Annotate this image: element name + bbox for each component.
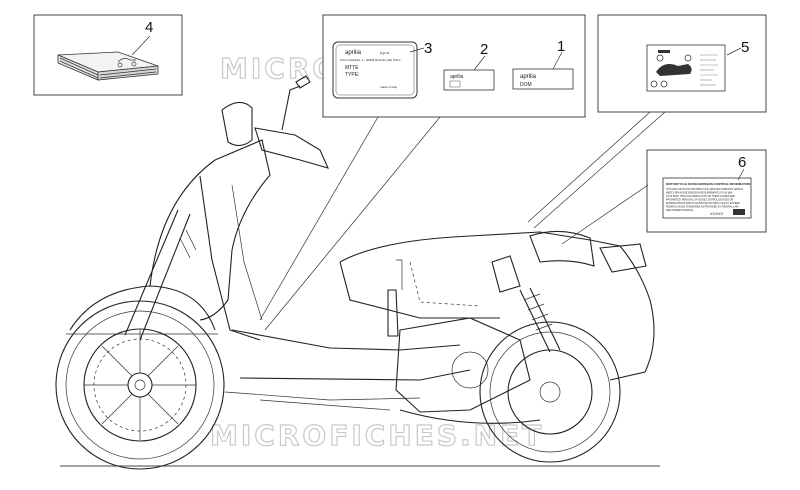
- decal-6-body-line-2: MEETS EPA NOISE EMISSION REQUIREMENTS OF…: [666, 192, 733, 195]
- scooter-drawing: [55, 75, 660, 470]
- decal-6-code: XXXXX: [709, 211, 724, 216]
- decal-6-body-line-1: THIS 2004 XXXXXXXX MOTORCYCLE, MANUFACTU…: [666, 188, 744, 191]
- decal-6-body-line-3: AT 50 KM/H. THE FOLLOWING ACTS OR THEIR …: [666, 195, 735, 198]
- callout-3: 3: [424, 40, 432, 57]
- decal-6-body-line-7: SEE OWNER'S MANUAL.: [666, 209, 694, 212]
- engine-unit: [395, 317, 531, 413]
- leader-line-4: [131, 35, 151, 56]
- decal-1-line2: DOM: [520, 82, 532, 88]
- callout-1: 1: [557, 38, 565, 55]
- part-box-5-6[interactable]: 5 MOTORCYCLE NOISE EMISSION CONTROL INFO…: [597, 14, 767, 233]
- mirror: [295, 75, 311, 89]
- decal-6-body-line-5: MODIFICATIONS WHICH CAUSE THE MOTORCYCLE…: [666, 202, 740, 205]
- callout-2: 2: [480, 41, 488, 58]
- decal-3-origin: made in Italy: [380, 85, 398, 89]
- seat-latch: [491, 255, 521, 293]
- watermark-bottom: MICROFICHES.NET: [210, 419, 544, 452]
- leader-line-3: [409, 47, 425, 53]
- pointer-lines: [259, 111, 666, 331]
- decal-6-heading: MOTORCYCLE NOISE EMISSION CONTROL INFORM…: [666, 182, 750, 186]
- callout-4: 4: [145, 19, 153, 36]
- leader-line-1: [552, 51, 563, 70]
- part-box-1-3[interactable]: aprilia s.p.a. VIA G.GALILEI, 1 - 30033 …: [322, 14, 586, 118]
- decal-6-body-line-4: PROHIBITED: REMOVAL OF NOISE CONTROL DEV…: [666, 199, 733, 202]
- fuel-filler-pipe: [387, 289, 399, 337]
- headlight: [221, 101, 253, 147]
- decal-2-brand: aprilia: [450, 74, 464, 80]
- decal-1-brand: aprilia: [520, 74, 537, 80]
- part-box-4[interactable]: 4: [33, 14, 183, 96]
- front-shield: [149, 139, 271, 321]
- rear-wheel: [479, 321, 621, 463]
- leader-line-6: [737, 168, 745, 181]
- decal-6-body-line-6: FEDERAL NOISE STANDARDS AS PROVIDED BY F…: [666, 206, 739, 209]
- leader-line-2: [473, 55, 486, 71]
- rear-shock: [519, 287, 561, 353]
- seat-outline: [409, 261, 481, 307]
- decal-3-field-2: TYPE:: [345, 72, 359, 78]
- mirror-stem: [281, 85, 301, 131]
- decal-3-brand: aprilia: [345, 50, 362, 56]
- frame-lower: [239, 369, 471, 381]
- handlebar: [254, 127, 329, 169]
- exhaust-pipe: [399, 409, 541, 424]
- callout-6: 6: [738, 154, 746, 171]
- decal-2-small-label: aprilia: [443, 69, 495, 91]
- decal-6-noise-emission-label: MOTORCYCLE NOISE EMISSION CONTROL INFORM…: [662, 177, 752, 219]
- taillight: [599, 243, 647, 273]
- floorboard: [231, 329, 461, 351]
- grab-rail: [529, 230, 595, 267]
- decal-3-id-plate: aprilia s.p.a. VIA G.GALILEI, 1 - 30033 …: [332, 41, 418, 99]
- front-wheel: [55, 300, 225, 470]
- rear-body: [339, 231, 655, 381]
- decal-3-address: VIA G.GALILEI, 1 - 30033 NOALE (VE) ITAL…: [340, 58, 401, 62]
- front-fork: [124, 209, 191, 341]
- decal-5-tire-info-label: [646, 44, 726, 92]
- leader-line-5: [726, 47, 742, 56]
- owners-manual-icon: [57, 51, 159, 81]
- decal-3-company: s.p.a.: [380, 50, 390, 55]
- decal-1-dom-label: aprilia DOM: [512, 68, 574, 90]
- callout-5: 5: [741, 39, 749, 56]
- decal-3-field-1: MTTE: [345, 65, 359, 71]
